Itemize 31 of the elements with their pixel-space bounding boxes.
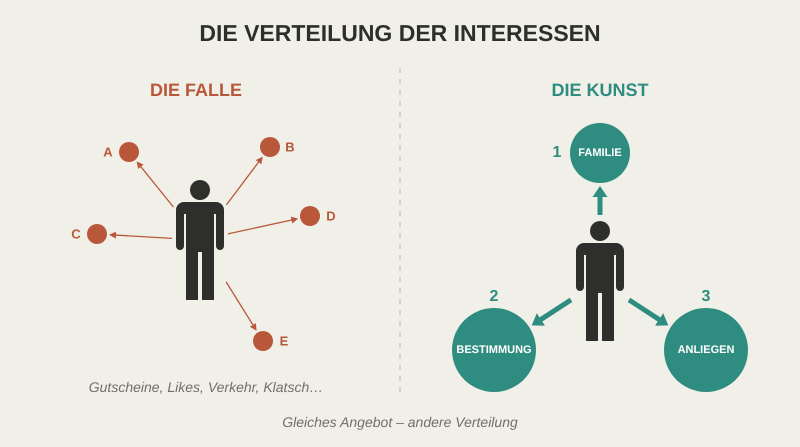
arrow bbox=[136, 161, 174, 208]
section-heading: DIE KUNST bbox=[552, 79, 648, 101]
dot-icon bbox=[300, 206, 320, 226]
dot-icon bbox=[119, 142, 139, 162]
arrow bbox=[109, 232, 172, 240]
dot-letter: B bbox=[285, 140, 295, 154]
arrow bbox=[532, 298, 572, 326]
circle-label: FAMILIE bbox=[578, 146, 622, 160]
dot-letter: A bbox=[103, 146, 113, 158]
dot-letter: C bbox=[71, 228, 81, 240]
rank-number: 2 bbox=[490, 289, 498, 305]
circle-label: ANLIEGEN bbox=[678, 344, 734, 356]
person-icon bbox=[176, 180, 224, 300]
circle-label: BESTIMMUNG bbox=[456, 344, 532, 356]
person-icon bbox=[576, 221, 624, 341]
arrow bbox=[226, 156, 263, 206]
rank-number: 3 bbox=[702, 289, 710, 305]
arrow bbox=[592, 186, 608, 215]
diagram-title: DIE VERTEILUNG DER INTERESSEN bbox=[199, 19, 601, 47]
rank-number: 1 bbox=[552, 145, 562, 161]
dot-letter: D bbox=[326, 210, 336, 222]
dot-letter: E bbox=[280, 334, 288, 348]
arrow bbox=[628, 298, 668, 326]
dot-icon bbox=[260, 137, 280, 157]
section-heading: DIE FALLE bbox=[150, 79, 242, 101]
dot-icon bbox=[87, 224, 107, 244]
arrow bbox=[228, 216, 298, 235]
dot-icon bbox=[253, 331, 273, 351]
caption-text: Gleiches Angebot – andere Verteilung bbox=[282, 413, 518, 431]
arrow bbox=[226, 282, 257, 331]
note-text: Gutscheine, Likes, Verkehr, Klatsch… bbox=[88, 378, 324, 396]
